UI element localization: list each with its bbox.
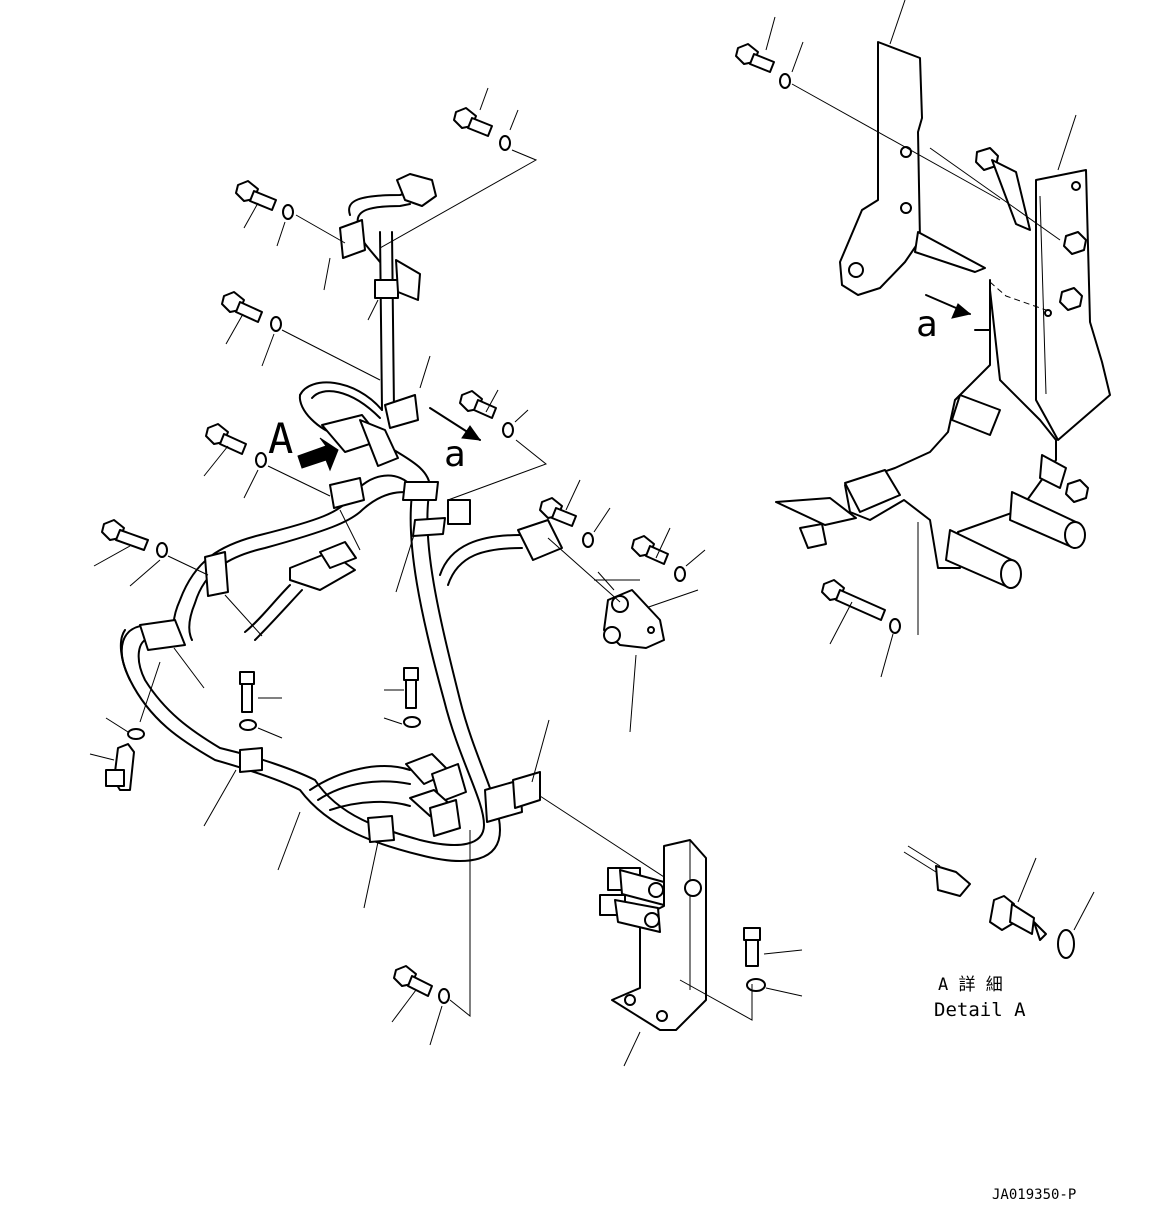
- detail-a-view: A 詳 細 Detail A: [903, 845, 1095, 1021]
- drawing-number: JA019350-P: [992, 1187, 1076, 1203]
- mounting-bracket-assembly: a: [735, 0, 1111, 678]
- fasteners: [89, 87, 706, 1046]
- lower-bracket: [599, 839, 803, 1067]
- view-a-marker: A: [268, 414, 293, 463]
- arrow-label-right: a: [916, 304, 938, 345]
- arrow-label-left: a: [444, 434, 466, 475]
- wiring-harness: A a: [119, 173, 563, 862]
- detail-title-en: Detail A: [934, 999, 1026, 1021]
- detail-title-jp: A 詳 細: [938, 975, 1003, 995]
